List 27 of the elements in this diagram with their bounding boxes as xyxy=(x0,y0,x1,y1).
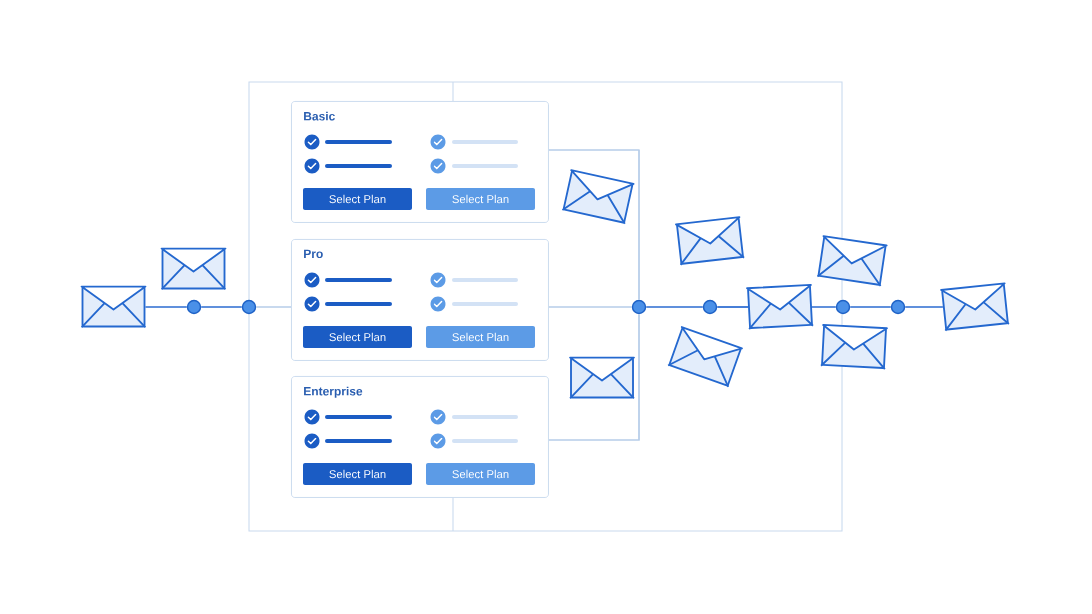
connector-line xyxy=(548,313,640,441)
connector-line xyxy=(548,306,633,308)
connector-line xyxy=(200,306,243,308)
envelope-icon xyxy=(816,235,888,287)
connector-line xyxy=(849,306,892,308)
connector-line xyxy=(904,306,944,308)
select-button: Select Plan xyxy=(303,326,412,348)
envelope-icon xyxy=(160,247,227,291)
envelope-icon xyxy=(820,324,888,370)
connector-line xyxy=(716,306,749,308)
envelope-icon xyxy=(940,282,1010,332)
connector-line xyxy=(811,306,837,308)
envelope-icon xyxy=(746,284,814,330)
envelope-icon xyxy=(561,169,635,225)
connector-line xyxy=(548,149,640,301)
envelope-icon xyxy=(667,326,743,388)
envelope-icon xyxy=(80,285,147,329)
connector-line xyxy=(645,306,704,308)
connector-line xyxy=(255,306,292,308)
select-button: Select Plan xyxy=(303,463,412,485)
select-button: Select Plan xyxy=(426,326,535,348)
connector-line xyxy=(144,306,188,308)
envelope-icon xyxy=(569,356,635,400)
select-button: Select Plan xyxy=(426,188,535,210)
select-button: Select Plan xyxy=(303,188,412,210)
envelope-icon xyxy=(675,216,745,266)
select-button: Select Plan xyxy=(426,463,535,485)
